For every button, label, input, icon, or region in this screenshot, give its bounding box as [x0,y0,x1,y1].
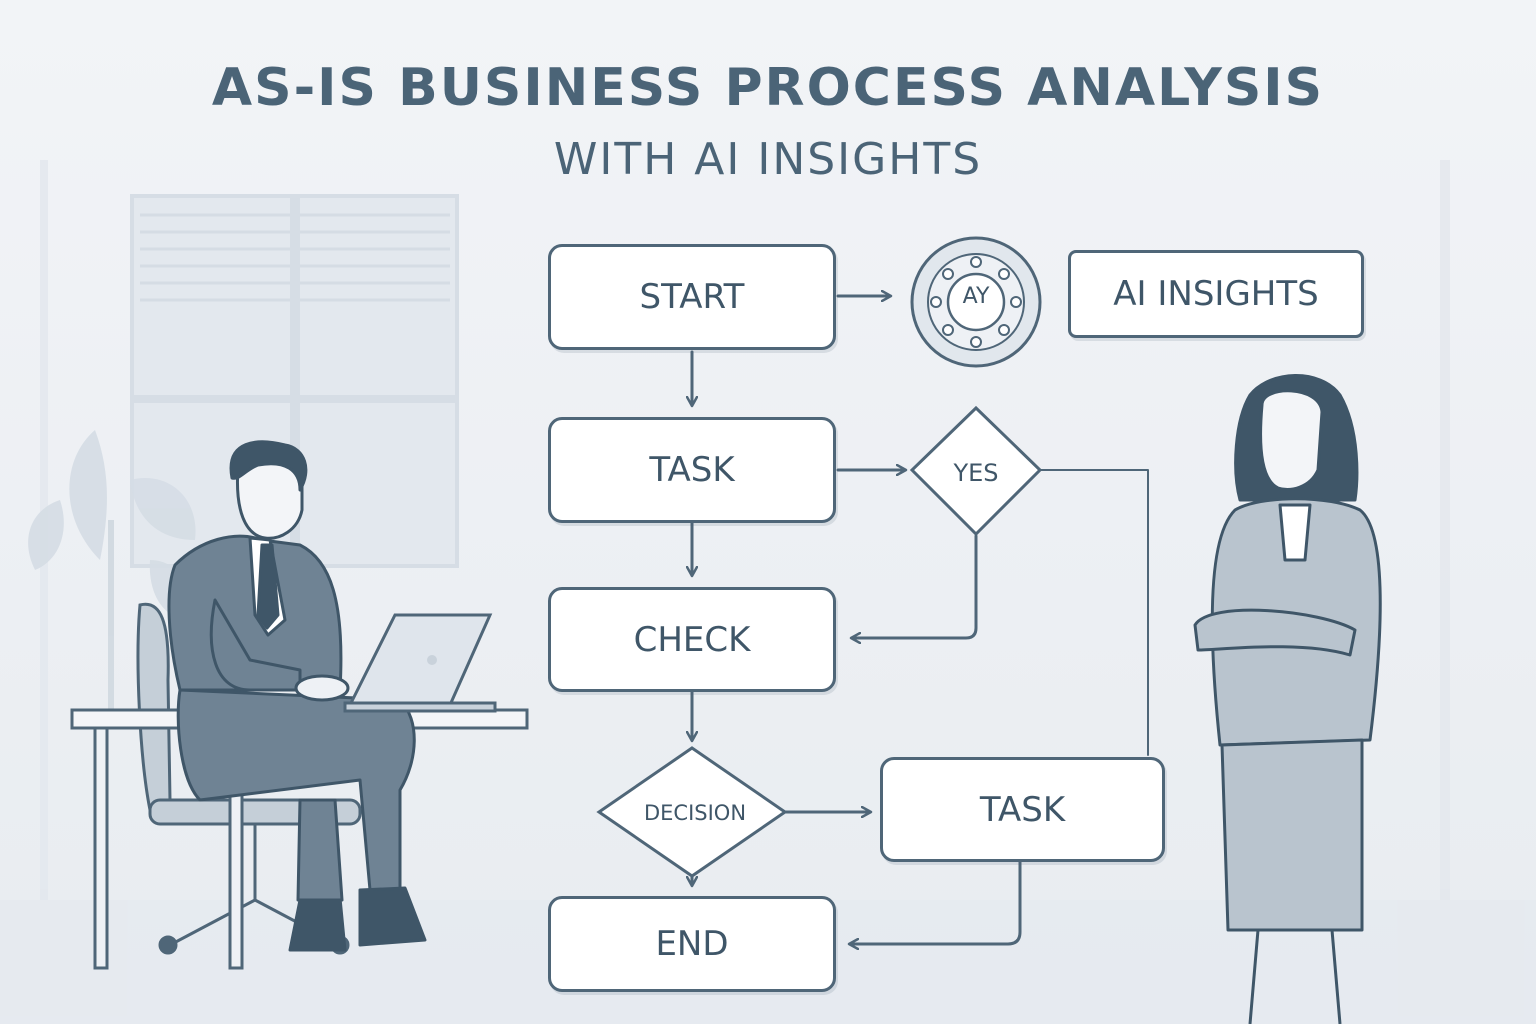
task-node-1: TASK [548,417,836,523]
end-label: END [655,924,729,964]
task-label-1: TASK [649,450,735,490]
connector-yes-to-check [852,534,978,638]
decision-label: DECISION [643,801,747,825]
decision-diamond-yes [909,405,1043,537]
standing-woman [1193,374,1382,1024]
check-label: CHECK [633,619,751,660]
ai-insights-label: AI INSIGHTS [1113,274,1319,314]
yes-label: YES [953,459,999,487]
task-node-2: TASK [880,757,1165,862]
page-title: AS-IS BUSINESS PROCESS ANALYSIS [211,58,1325,118]
start-label: START [639,277,745,317]
page-subtitle: WITH AI INSIGHTS [553,134,983,185]
start-node: START [548,244,836,350]
task-label-2: TASK [979,789,1066,830]
connector-yes-right [1039,469,1149,756]
ai-insights-box: AI INSIGHTS [1068,250,1364,338]
connector-task-to-end [850,860,1022,944]
decision-diamond [596,746,788,878]
end-node: END [548,896,836,992]
seated-man [167,440,427,952]
ai-badge-icon [910,236,1042,368]
ai-badge-label: AY [962,284,990,309]
laptop-icon [343,613,497,713]
check-node: CHECK [548,587,836,692]
